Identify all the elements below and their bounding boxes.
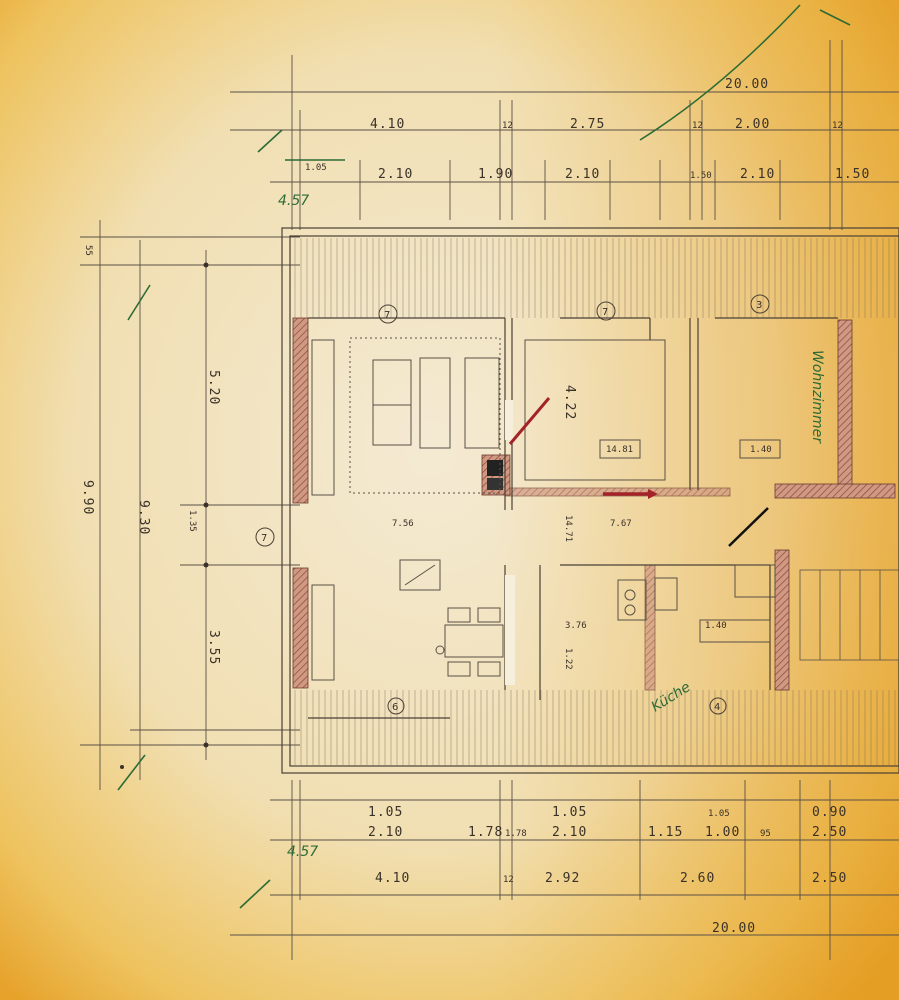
red-arrow-marker bbox=[603, 489, 658, 499]
living-furniture bbox=[311, 337, 781, 681]
top-balcony bbox=[292, 238, 899, 318]
room-label-a: 14.81 bbox=[606, 445, 633, 455]
stair-detail bbox=[799, 569, 899, 661]
room-number-circle-icon bbox=[255, 294, 770, 715]
green-vertical-annotation: Wohnzimmer bbox=[809, 350, 825, 444]
bottom-dim-5: 1.05 bbox=[552, 805, 587, 820]
green-bottom-value: 4.57 bbox=[287, 844, 318, 860]
svg-text:4: 4 bbox=[714, 702, 720, 713]
room-label-c: 7.56 bbox=[392, 519, 414, 529]
room-label-f: 3.76 bbox=[565, 621, 587, 631]
bottom-dim-3: 1.78 bbox=[468, 825, 503, 840]
left-dim-lower: 3.55 bbox=[206, 630, 221, 665]
bottom-dim-8: 1.00 bbox=[705, 825, 740, 840]
room-label-d: 7.67 bbox=[610, 519, 632, 529]
top-dimension-lines bbox=[230, 40, 899, 230]
bottom-dim-7: 1.15 bbox=[648, 825, 683, 840]
hatched-walls bbox=[292, 317, 896, 691]
top-dim-1: 4.10 bbox=[370, 117, 405, 132]
top-dim-r2-2: 2.10 bbox=[378, 167, 413, 182]
green-top-note bbox=[257, 4, 851, 161]
green-top-value: 4.57 bbox=[278, 193, 309, 209]
top-dim-r2-1: 1.05 bbox=[305, 163, 327, 173]
svg-text:7: 7 bbox=[261, 533, 267, 544]
top-dim-4: 12 bbox=[692, 121, 703, 131]
bottom-dim-4: 1.78 bbox=[505, 829, 527, 839]
left-dim-small-mid: 1.35 bbox=[187, 510, 197, 532]
bottom-balcony bbox=[292, 690, 899, 765]
bottom-dim-9: 1.05 bbox=[708, 809, 730, 819]
bottom-dim-r2-3: 2.92 bbox=[545, 871, 580, 886]
svg-text:6: 6 bbox=[392, 702, 398, 713]
bottom-dim-1: 1.05 bbox=[368, 805, 403, 820]
room-label-g: 1.22 bbox=[563, 648, 573, 670]
bottom-overall-dimension: 20.00 bbox=[712, 921, 756, 936]
svg-text:7: 7 bbox=[384, 310, 390, 321]
bottom-dim-10: 95 bbox=[760, 829, 771, 839]
bottom-dim-2: 2.10 bbox=[368, 825, 403, 840]
black-diagonal-marker bbox=[728, 507, 769, 547]
room-label-e: 14.71 bbox=[563, 515, 573, 542]
bottom-dim-r2-2: 12 bbox=[503, 875, 514, 885]
top-dim-r2-4: 2.10 bbox=[565, 167, 600, 182]
svg-text:7: 7 bbox=[602, 307, 608, 318]
bottom-dim-6: 2.10 bbox=[552, 825, 587, 840]
bottom-dim-12: 0.90 bbox=[812, 805, 847, 820]
bottom-dim-r2-1: 4.10 bbox=[375, 871, 410, 886]
left-dim-middle: 9.30 bbox=[136, 500, 151, 535]
left-dim-upper: 5.20 bbox=[206, 370, 221, 405]
left-dim-total: 9.90 bbox=[80, 480, 95, 515]
building-outline bbox=[281, 227, 899, 774]
bottom-dimension-lines bbox=[230, 780, 899, 960]
left-dim-small-top: 55 bbox=[83, 245, 93, 256]
bottom-dim-11: 2.50 bbox=[812, 825, 847, 840]
bottom-dim-r2-4: 2.60 bbox=[680, 871, 715, 886]
top-dim-r2-5: 1.50 bbox=[690, 171, 712, 181]
top-dim-5: 2.00 bbox=[735, 117, 770, 132]
svg-text:3: 3 bbox=[756, 300, 762, 311]
top-dim-r2-3: 1.90 bbox=[478, 167, 513, 182]
top-dim-3: 2.75 bbox=[570, 117, 605, 132]
room-label-b: 1.40 bbox=[750, 445, 772, 455]
left-dimension-lines bbox=[80, 220, 300, 790]
bottom-dim-r2-5: 2.50 bbox=[812, 871, 847, 886]
top-dim-r2-7: 1.50 bbox=[835, 167, 870, 182]
red-diagonal-marker bbox=[508, 397, 551, 445]
top-dim-2: 12 bbox=[502, 121, 513, 131]
top-overall-dimension: 20.00 bbox=[725, 77, 769, 92]
top-dim-6: 12 bbox=[832, 121, 843, 131]
room-height-dim: 4.22 bbox=[562, 385, 577, 420]
top-dim-r2-6: 2.10 bbox=[740, 167, 775, 182]
interior-walls bbox=[308, 317, 838, 719]
room-label-h: 1.40 bbox=[705, 621, 727, 631]
